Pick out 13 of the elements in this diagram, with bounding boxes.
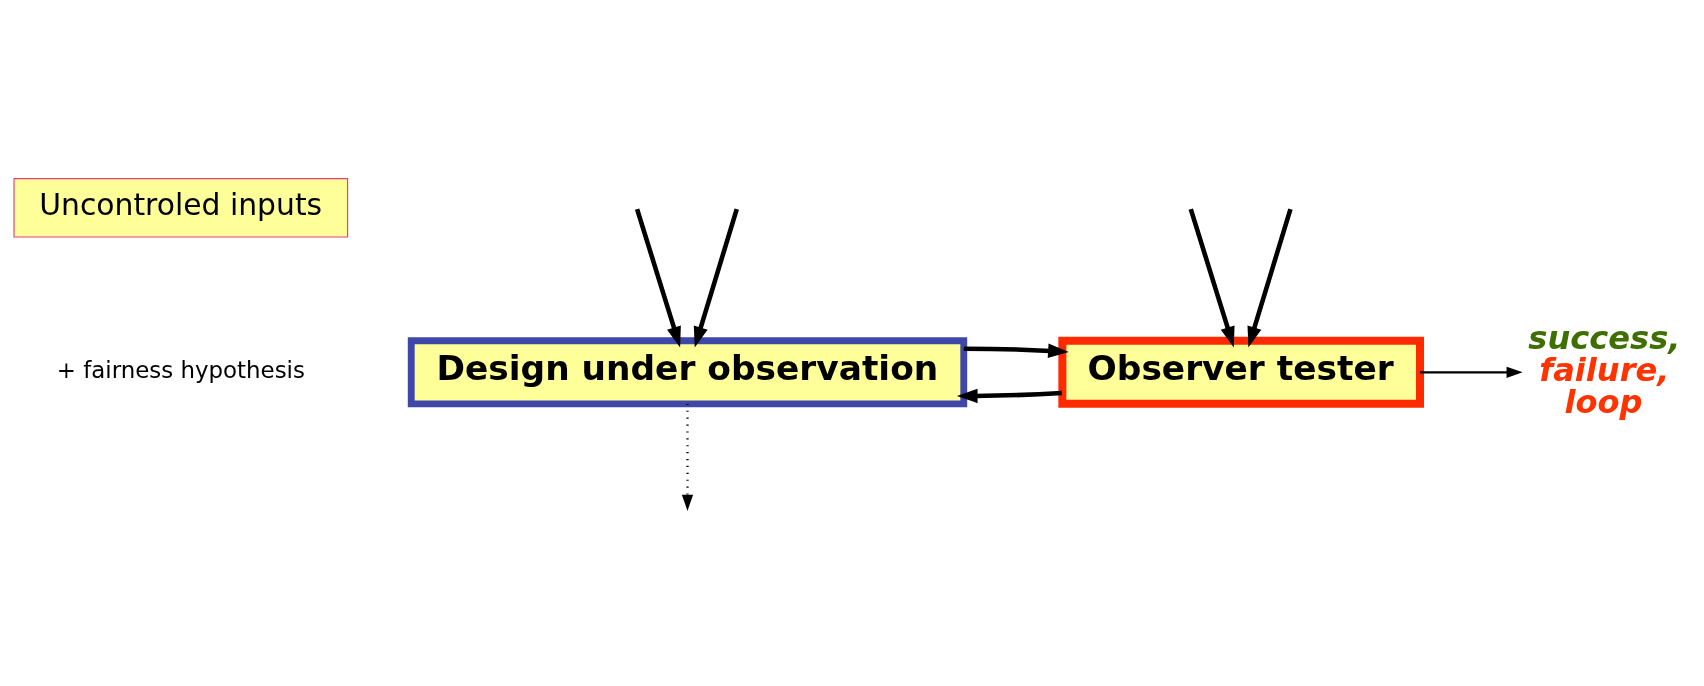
node-text: success, failure, loop: [1528, 318, 1681, 421]
node-box: Observer tester: [1058, 336, 1425, 408]
arrow: [1188, 207, 1235, 347]
arrow: [1247, 207, 1293, 347]
label: + fairness hypothesis: [56, 356, 305, 383]
node-box: Design under observation: [407, 336, 968, 407]
arrow: [693, 207, 739, 347]
arrow: [956, 388, 1062, 403]
arrow: [681, 403, 694, 511]
arrow: [634, 207, 681, 347]
arrow: [963, 343, 1069, 358]
node-box: Uncontroled inputs: [13, 177, 349, 238]
arrow: [1420, 366, 1523, 378]
